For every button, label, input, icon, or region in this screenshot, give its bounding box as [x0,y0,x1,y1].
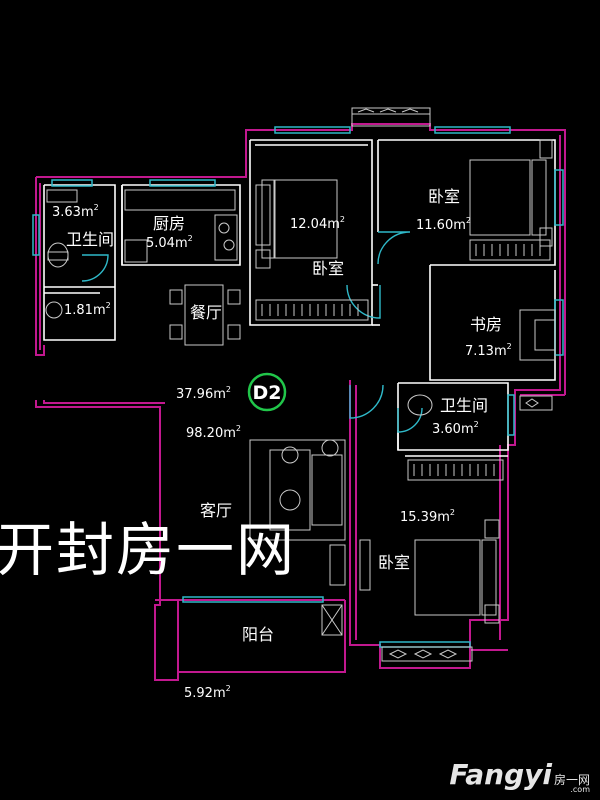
svg-text:15.39m2: 15.39m2 [400,508,455,525]
bedroom-mid-area: 12.04 [290,217,327,232]
unit-badge-label: D2 [253,382,282,404]
svg-text:12.04m2: 12.04m2 [290,215,345,232]
windows [32,126,564,648]
bath-left-name: 卫生间 [66,230,114,249]
brand-sub: 房一网 [553,773,590,787]
badge-ring [247,372,287,412]
bedroom-bottom-area: 15.39 [400,510,437,525]
balcony-area: 5.92 [184,686,213,701]
living-area-a: 37.96 [176,387,213,402]
bedroom-bottom-name: 卧室 [378,553,410,572]
svg-text:11.60m2: 11.60m2 [416,216,471,233]
bedroom-top-right-name: 卧室 [428,187,460,206]
furniture [45,139,556,636]
room-labels: 3.63m2 卫生间 1.81m2 厨房 5.04m2 12.04m2 卧室 卧… [52,187,512,701]
svg-text:5.92m2: 5.92m2 [184,684,231,701]
living-area-b: 98.20 [186,426,223,441]
svg-text:7.13m2: 7.13m2 [465,342,512,359]
kitchen-name: 厨房 [153,214,185,233]
study-name: 书房 [470,315,502,334]
kitchen-area: 5.04 [146,236,175,251]
svg-text:5.04m2: 5.04m2 [146,234,193,251]
unit-badge: D2 [247,372,287,412]
brand-tag: .com [570,785,590,794]
bay-window [351,107,553,662]
brand-main: Fangyi [449,758,552,791]
watermark-text: 开封房一网 [0,516,297,584]
svg-text:37.96m2: 37.96m2 [176,385,231,402]
study-area: 7.13 [465,344,494,359]
svg-text:3.60m2: 3.60m2 [432,420,479,437]
svg-text:3.63m2: 3.63m2 [52,203,99,220]
svg-text:1.81m2: 1.81m2 [64,301,111,318]
balcony-name: 阳台 [242,625,274,644]
bedroom-mid-name: 卧室 [312,259,344,278]
bath-left-area-b: 1.81 [64,303,93,318]
bath-right-area: 3.60 [432,422,461,437]
bedroom-top-right-area: 11.60 [416,218,453,233]
svg-text:98.20m2: 98.20m2 [186,424,241,441]
dining-name: 餐厅 [190,303,222,322]
living-name: 客厅 [200,501,232,520]
bath-right-name: 卫生间 [440,396,488,415]
bath-left-area-a: 3.63 [52,205,81,220]
